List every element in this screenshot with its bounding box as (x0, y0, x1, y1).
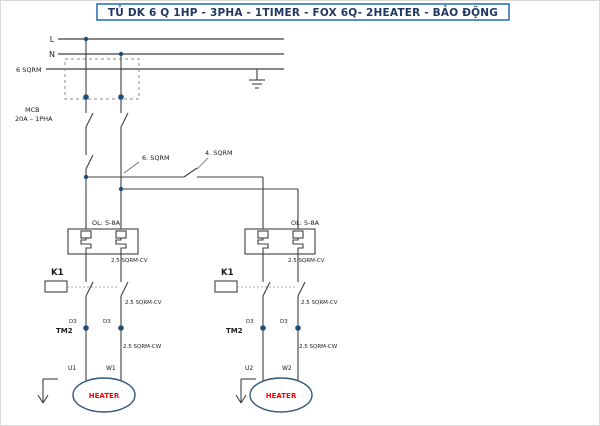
phase-l-label: L (50, 35, 55, 44)
timer-terminal-label: D3 (103, 319, 111, 325)
earth-symbol-top (249, 69, 265, 89)
contactor-blade (297, 281, 306, 297)
overload-element (80, 238, 92, 254)
earth-arrow (37, 378, 58, 404)
timer-label: TM2 (226, 327, 243, 335)
overload-label: OL: 5-8A (291, 219, 320, 227)
motor-wire-label: 2.5 SQRM-CW (123, 344, 162, 350)
junction-dot (118, 186, 124, 192)
mcb-enclosure-dashed-box (64, 58, 140, 100)
junction-dot (118, 325, 124, 331)
branch-right: OL: 5-8A 2.5 SQRM-CV K1 2.5 SQRM-CV TM2 … (214, 219, 338, 413)
timer-terminal-label: D3 (246, 319, 254, 325)
supply-lines: L N 6 SQRM (16, 35, 284, 89)
contactor-blade (262, 281, 271, 297)
contactor-label: K1 (51, 268, 64, 278)
heater-motor (249, 377, 313, 413)
overload-element (292, 238, 304, 254)
contactor-wire-label: 2.5 SQRM-CV (125, 300, 162, 306)
overload-contact (257, 230, 269, 239)
overload-relay-box (67, 228, 139, 255)
terminal-u-label: U2 (245, 365, 253, 372)
contactor-coil-box (214, 280, 238, 293)
overload-contact (292, 230, 304, 239)
contactor-label: K1 (221, 268, 234, 278)
junction-dot (118, 51, 124, 57)
junction-dot (118, 94, 124, 100)
timer-terminal-label: D3 (280, 319, 288, 325)
terminal-u-label: U1 (68, 365, 76, 372)
supply-gauge-label: 6 SQRM (16, 66, 42, 74)
timer-label: TM2 (56, 327, 73, 335)
junction-dot (295, 325, 301, 331)
feeder-section: 6. SQRM 4. SQRM (83, 127, 299, 229)
heater-label: HEATER (89, 392, 120, 400)
overload-element (257, 238, 269, 254)
branch-left: OL: 5-8A 2.5 SQRM-CV K1 2.5 SQRM-CV TM2 … (37, 219, 162, 413)
junction-dot (83, 325, 89, 331)
earth-arrow (235, 378, 256, 404)
overload-label: OL: 5-8A (92, 219, 121, 227)
motor-wire-label: 2.5 SQRM-CW (299, 344, 338, 350)
overload-contact (115, 230, 127, 239)
heater-motor (72, 377, 136, 413)
phase-n-label: N (49, 50, 55, 59)
left-feeder-gauge-label: 6. SQRM (142, 154, 170, 162)
overload-wire-label: 2.5 SQRM-CV (111, 258, 148, 264)
mcb-name-label: MCB (25, 106, 40, 114)
mcb-section: MCB 20A – 1PHA (15, 36, 140, 128)
junction-dot (83, 174, 89, 180)
contactor-coil-box (44, 280, 68, 293)
mcb-pole-blade (120, 112, 129, 128)
timer-terminal-label: D3 (69, 319, 77, 325)
terminal-w-label: W2 (282, 365, 292, 372)
junction-dot (260, 325, 266, 331)
leader-line (196, 157, 209, 170)
overload-wire-label: 2.5 SQRM-CV (288, 258, 325, 264)
mcb-rating-label: 20A – 1PHA (15, 115, 53, 123)
terminal-w-label: W1 (106, 365, 116, 372)
heater-label: HEATER (266, 392, 297, 400)
isolator-blade (183, 167, 198, 178)
right-feeder-gauge-label: 4. SQRM (205, 149, 233, 157)
leader-line (123, 161, 140, 174)
title-border (96, 3, 510, 21)
overload-contact (80, 230, 92, 239)
isolator-blade (85, 154, 94, 170)
contactor-blade (85, 281, 94, 297)
junction-dot (83, 36, 89, 42)
junction-dot (83, 94, 89, 100)
page-title: TỦ DK 6 Q 1HP - 3PHA - 1TIMER - FOX 6Q- … (108, 5, 498, 19)
contactor-wire-label: 2.5 SQRM-CV (301, 300, 338, 306)
title-bar: TỦ DK 6 Q 1HP - 3PHA - 1TIMER - FOX 6Q- … (96, 3, 510, 21)
overload-element (115, 238, 127, 254)
contactor-blade (120, 281, 129, 297)
mcb-pole-blade (85, 112, 94, 128)
overload-relay-box (244, 228, 316, 255)
